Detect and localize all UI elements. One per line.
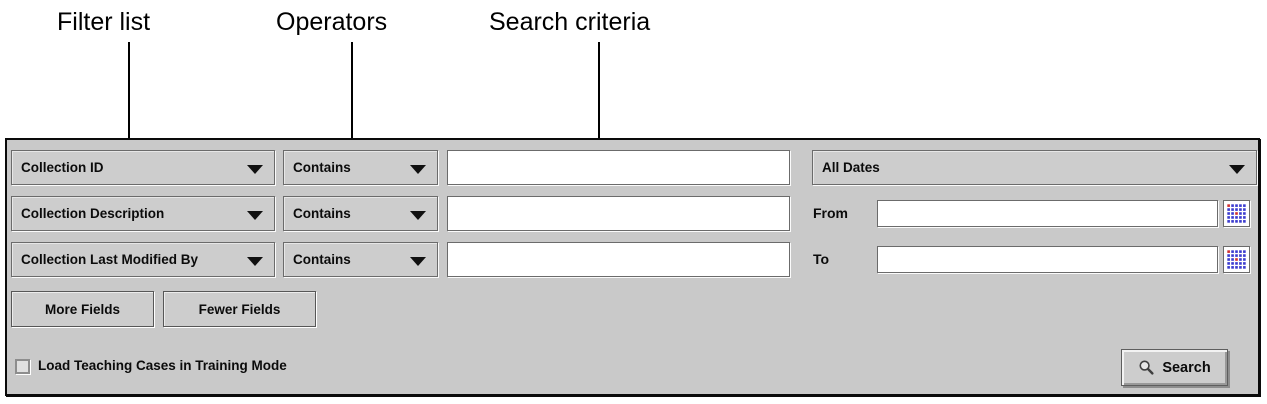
operator-dropdown-3-value: Contains xyxy=(293,252,351,267)
filter-field-dropdown-1[interactable]: Collection ID xyxy=(11,150,275,185)
operator-dropdown-2[interactable]: Contains xyxy=(283,196,438,231)
more-fields-button[interactable]: More Fields xyxy=(11,291,154,327)
calendar-icon xyxy=(1226,249,1247,270)
to-calendar-button[interactable] xyxy=(1223,246,1250,273)
search-icon xyxy=(1139,360,1154,375)
date-range-dropdown-value: All Dates xyxy=(822,160,880,175)
criteria-input-3[interactable] xyxy=(447,242,790,277)
chevron-down-icon xyxy=(410,164,426,174)
fewer-fields-button[interactable]: Fewer Fields xyxy=(163,291,316,327)
filter-field-dropdown-2-value: Collection Description xyxy=(21,206,165,221)
filter-field-dropdown-3[interactable]: Collection Last Modified By xyxy=(11,242,275,277)
annotation-filter-list: Filter list xyxy=(57,8,151,36)
to-label: To xyxy=(813,251,830,267)
to-date-input[interactable] xyxy=(877,246,1218,273)
search-button-label: Search xyxy=(1162,359,1211,376)
calendar-icon xyxy=(1226,203,1247,224)
filter-field-dropdown-1-value: Collection ID xyxy=(21,160,104,175)
from-calendar-button[interactable] xyxy=(1223,200,1250,227)
callout-line-operators xyxy=(351,42,353,152)
filter-field-dropdown-2[interactable]: Collection Description xyxy=(11,196,275,231)
operator-dropdown-1[interactable]: Contains xyxy=(283,150,438,185)
chevron-down-icon xyxy=(410,256,426,266)
criteria-input-1[interactable] xyxy=(447,150,790,185)
training-mode-checkbox[interactable] xyxy=(15,359,30,374)
from-label: From xyxy=(813,205,848,221)
training-mode-checkbox-label: Load Teaching Cases in Training Mode xyxy=(38,358,287,373)
chevron-down-icon xyxy=(247,210,263,220)
operator-dropdown-2-value: Contains xyxy=(293,206,351,221)
annotation-search-criteria: Search criteria xyxy=(489,8,651,36)
callout-line-search-criteria xyxy=(598,42,600,166)
search-filter-panel: Collection ID Contains All Dates Collect… xyxy=(5,138,1260,396)
callout-line-filter-list xyxy=(128,42,130,152)
criteria-input-2[interactable] xyxy=(447,196,790,231)
filter-field-dropdown-3-value: Collection Last Modified By xyxy=(21,252,199,267)
chevron-down-icon xyxy=(1229,164,1245,174)
date-range-dropdown[interactable]: All Dates xyxy=(812,150,1257,185)
chevron-down-icon xyxy=(410,210,426,220)
operator-dropdown-1-value: Contains xyxy=(293,160,351,175)
search-button[interactable]: Search xyxy=(1121,349,1228,386)
chevron-down-icon xyxy=(247,256,263,266)
from-date-input[interactable] xyxy=(877,200,1218,227)
chevron-down-icon xyxy=(247,164,263,174)
operator-dropdown-3[interactable]: Contains xyxy=(283,242,438,277)
annotation-operators: Operators xyxy=(276,8,388,36)
